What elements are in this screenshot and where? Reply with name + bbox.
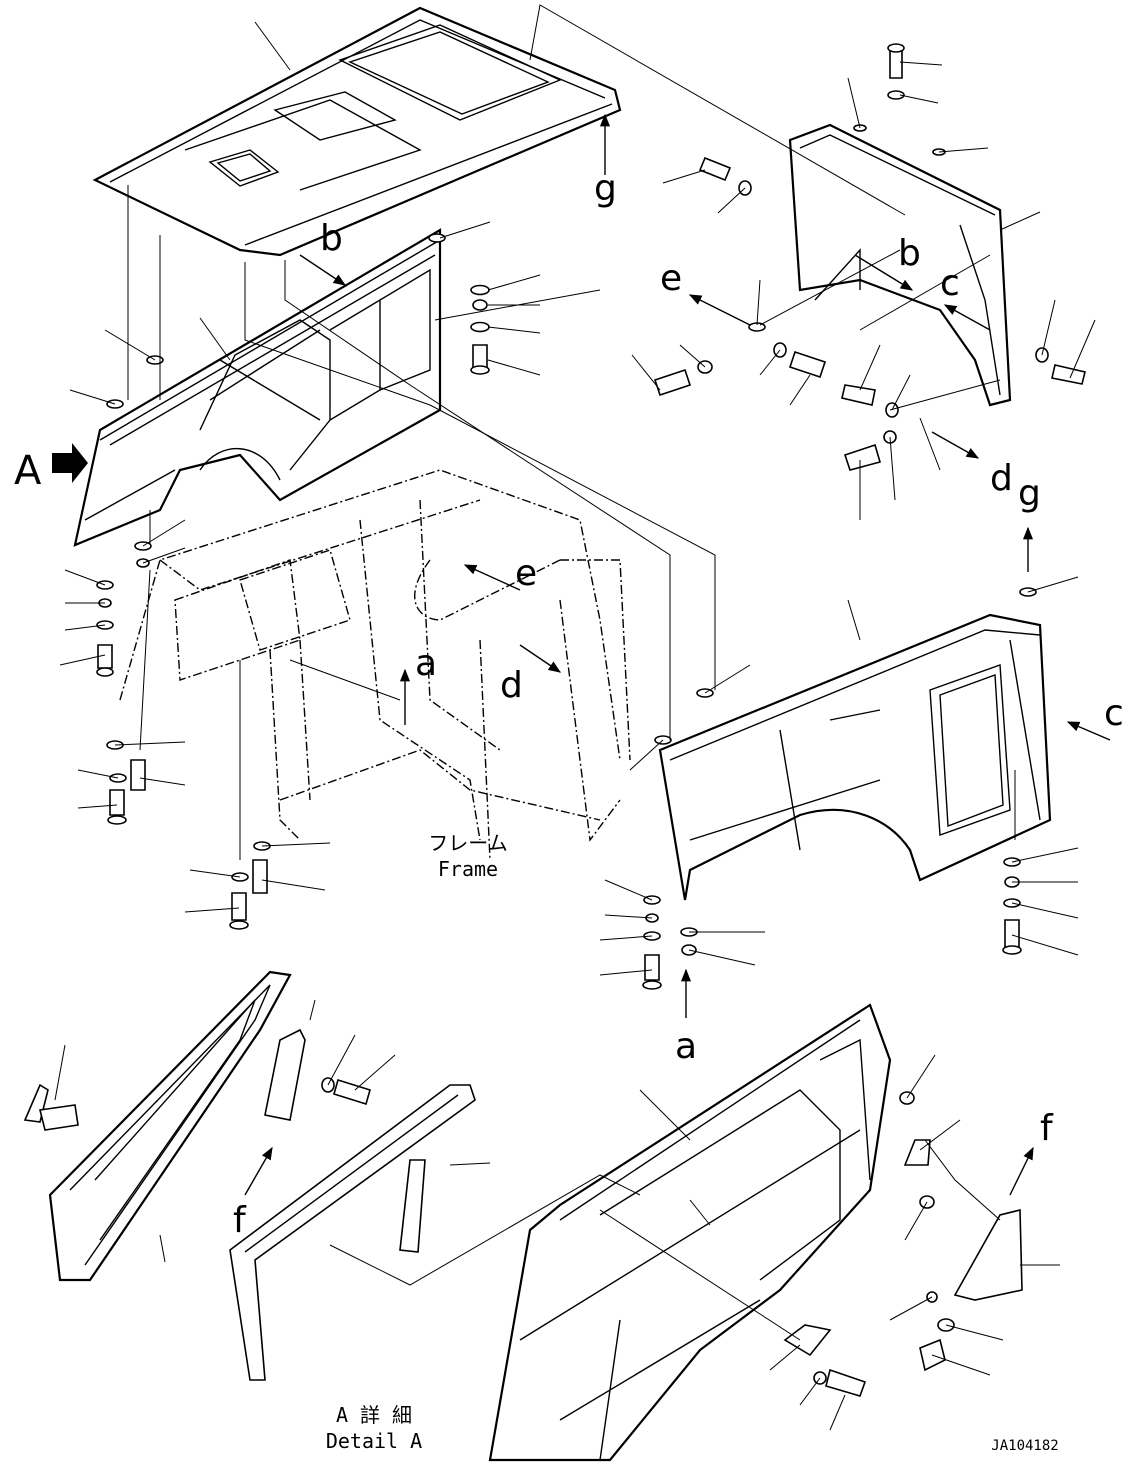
view-arrow-A: [52, 443, 88, 483]
hinge-bracket-right: [903, 1139, 1023, 1301]
arrow-d-frame: [519, 644, 562, 673]
label-d-side: d: [990, 458, 1013, 499]
right-side-panel: [788, 123, 1012, 407]
reference-labels: A g b e b c d g e a d c a f f: [14, 168, 1124, 1241]
label-e-side: e: [660, 258, 682, 299]
arrow-e-side: [688, 294, 751, 326]
direction-arrows: [52, 113, 1111, 1196]
label-c-panel: c: [1104, 693, 1124, 734]
label-c-side: c: [940, 263, 960, 304]
caption-frame-en: Frame: [438, 857, 498, 881]
label-f-right: f: [1040, 1108, 1054, 1149]
arrow-c-panel: [1066, 721, 1111, 741]
label-A: A: [14, 448, 42, 494]
arrow-f-right: [1009, 1146, 1034, 1196]
seal-strip: [229, 1084, 476, 1381]
roof-panel: [92, 6, 622, 257]
lower-cab-structure: [488, 1003, 892, 1462]
arrow-b-side: [854, 254, 914, 291]
label-b-roof: b: [320, 218, 343, 259]
caption-frame-ja: フレーム: [428, 831, 507, 855]
arrow-c-side: [943, 304, 991, 331]
arrow-e-frame: [463, 564, 521, 591]
door-handle: [23, 1083, 79, 1131]
label-b-side: b: [898, 233, 921, 274]
left-side-panel: [658, 613, 1052, 901]
leader-lines: [54, 4, 1096, 1431]
captions: フレーム Frame A 詳 細 Detail A JA104182: [326, 831, 1059, 1454]
hinge-bracket-left: [264, 1028, 306, 1121]
front-wall-panel: [73, 228, 442, 547]
caption-detail-en: Detail A: [326, 1429, 422, 1453]
arrow-f-left: [244, 1146, 273, 1196]
drawing-number: JA104182: [991, 1438, 1058, 1454]
label-f-left: f: [233, 1200, 247, 1241]
label-a-panel: a: [675, 1026, 697, 1067]
label-a-frame: a: [415, 643, 437, 684]
cab-frame: [119, 469, 631, 861]
door-frame: [48, 970, 292, 1282]
arrow-d-side: [931, 431, 980, 459]
caption-detail-ja: A 詳 細: [336, 1403, 412, 1427]
label-g-roof: g: [594, 168, 617, 209]
label-e-frame: e: [515, 553, 537, 594]
label-d-frame: d: [500, 665, 523, 706]
arrow-b-roof: [299, 254, 347, 286]
label-g-side: g: [1018, 473, 1041, 514]
